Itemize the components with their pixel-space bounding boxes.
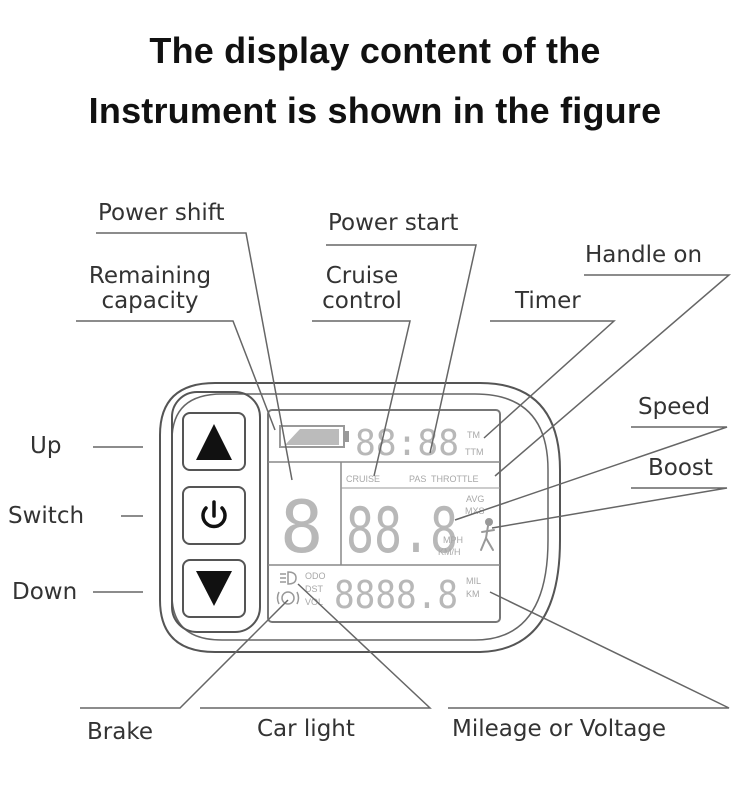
- avg-label: AVG: [466, 494, 484, 504]
- tm-label: TM: [467, 430, 480, 440]
- battery-icon: [279, 425, 349, 448]
- km-label: KM: [466, 589, 480, 599]
- label-speed: Speed: [638, 394, 711, 420]
- label-car-light: Car light: [257, 716, 355, 742]
- leader-power-shift: [96, 232, 293, 481]
- mph-label: MPH: [443, 535, 463, 545]
- leader-mileage-voltage: [448, 591, 730, 709]
- headlight-icon: [280, 571, 297, 585]
- triangle-down-icon: [196, 571, 232, 606]
- leader-lines: [76, 232, 732, 709]
- timer-digits: 88:88: [355, 423, 459, 464]
- throttle-indicator: THROTTLE: [431, 474, 479, 484]
- brake-icon: [276, 591, 300, 605]
- dst-label: DST: [305, 584, 324, 594]
- title-line-2: Instrument is shown in the figure: [88, 90, 662, 131]
- mxs-label: MXS: [465, 506, 485, 516]
- label-up: Up: [30, 433, 62, 459]
- leader-brake: [80, 599, 289, 709]
- pas-indicator: PAS: [409, 474, 426, 484]
- label-remaining-capacity: Remaining capacity: [88, 263, 212, 314]
- cruise-indicator: CRUISE: [346, 474, 380, 484]
- speed-digits: 88.8: [346, 494, 458, 567]
- leader-speed: [454, 426, 728, 521]
- leader-car-light: [200, 583, 432, 709]
- power-icon: [201, 500, 227, 529]
- power-level-digit: 8: [280, 485, 323, 569]
- label-timer: Timer: [515, 288, 581, 314]
- label-mileage-or-voltage: Mileage or Voltage: [452, 716, 667, 742]
- triangle-up-icon: [196, 424, 232, 460]
- leader-timer: [483, 320, 616, 439]
- label-power-shift: Power shift: [98, 200, 225, 226]
- label-switch: Switch: [8, 503, 85, 529]
- label-boost: Boost: [648, 455, 713, 481]
- label-handle-on: Handle on: [585, 242, 703, 268]
- lcd-screen: [267, 409, 501, 623]
- button-column: [171, 391, 261, 633]
- leader-remaining-capacity: [76, 320, 276, 431]
- leader-power-start: [326, 244, 477, 454]
- odo-label: ODO: [305, 571, 326, 581]
- kmh-label: KM/H: [438, 547, 461, 557]
- label-power-start: Power start: [328, 210, 459, 236]
- label-down: Down: [12, 579, 78, 605]
- vol-label: VOL: [305, 597, 323, 607]
- label-cruise-control: Cruise control: [322, 263, 402, 314]
- switch-button[interactable]: [182, 486, 246, 545]
- device-inner-shell: [171, 393, 549, 641]
- label-brake: Brake: [87, 719, 153, 745]
- leader-cruise-control: [312, 320, 411, 477]
- up-button[interactable]: [182, 412, 246, 471]
- leader-handle-on: [494, 274, 732, 477]
- walk-assist-icon: [480, 518, 495, 551]
- leader-boost: [491, 487, 728, 529]
- ttm-label: TTM: [465, 447, 484, 457]
- down-button[interactable]: [182, 559, 246, 618]
- mileage-digits: 8888.8: [334, 573, 458, 617]
- mil-label: MIL: [466, 576, 481, 586]
- title-line-1: The display content of the: [149, 30, 601, 71]
